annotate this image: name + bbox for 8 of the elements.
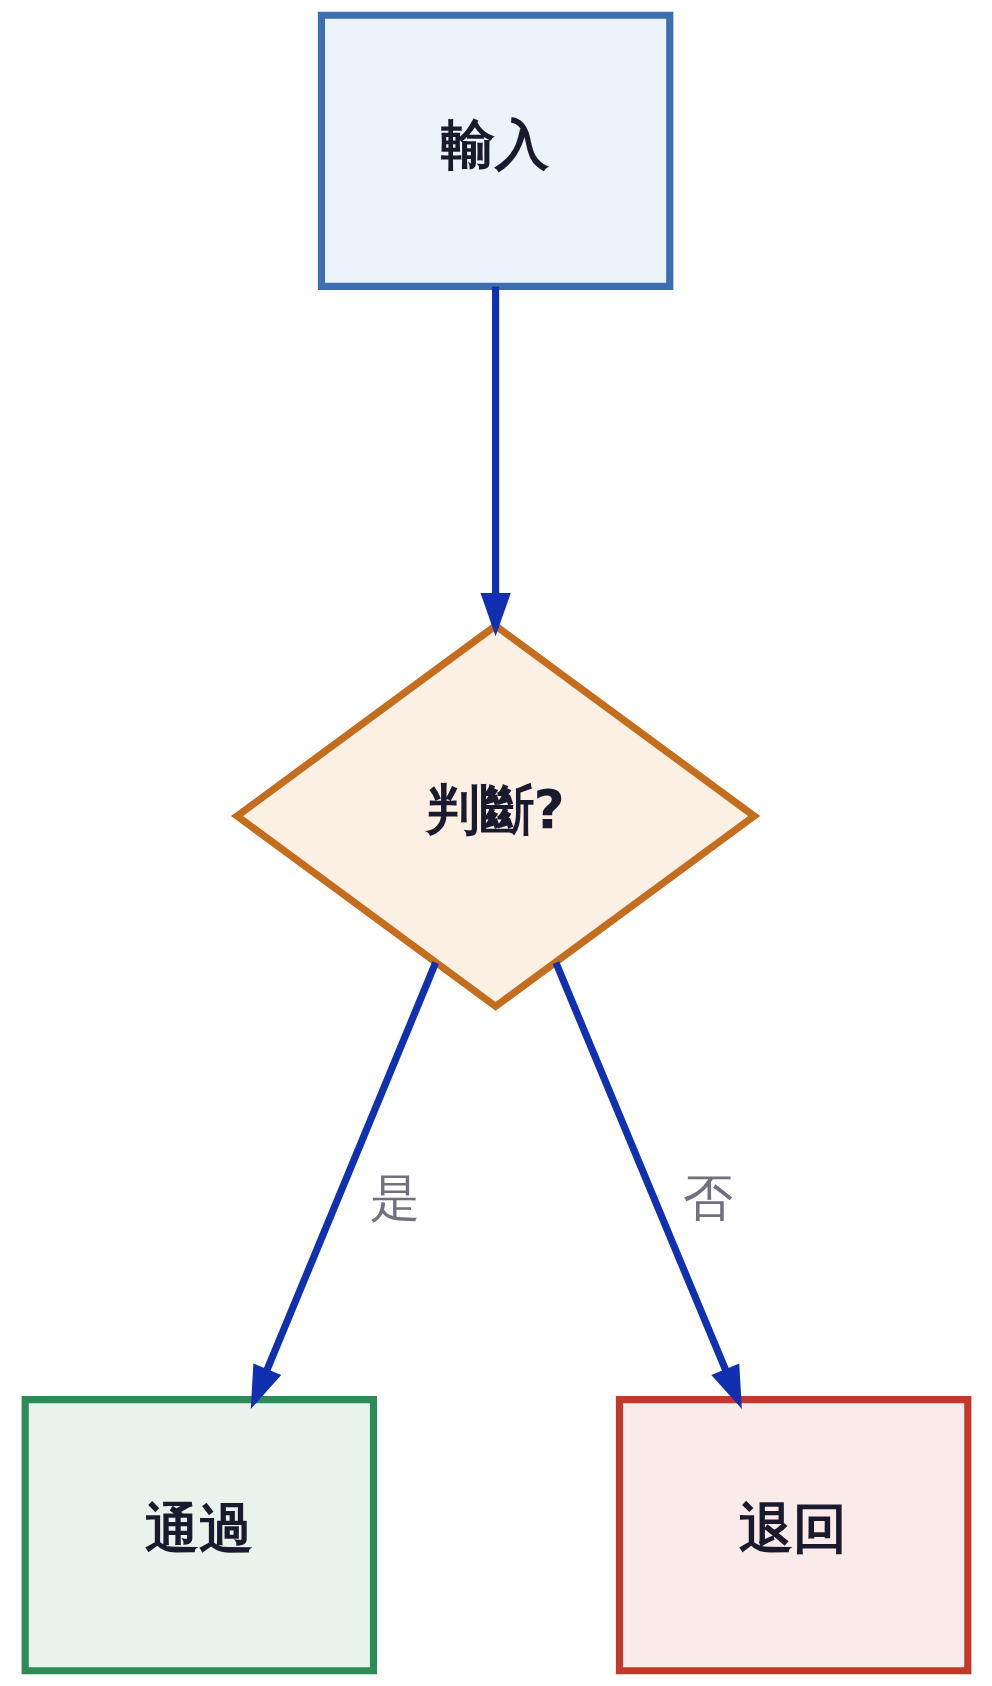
arrow [250, 961, 439, 1410]
node-box: 通過 [21, 1396, 377, 1675]
edge-label: 否 [682, 1168, 733, 1228]
edge-label: 是 [369, 1168, 420, 1228]
node-box: 退回 [615, 1396, 971, 1675]
arrow [552, 961, 742, 1410]
arrow [480, 286, 511, 637]
node-box: 輸入 [317, 11, 673, 290]
